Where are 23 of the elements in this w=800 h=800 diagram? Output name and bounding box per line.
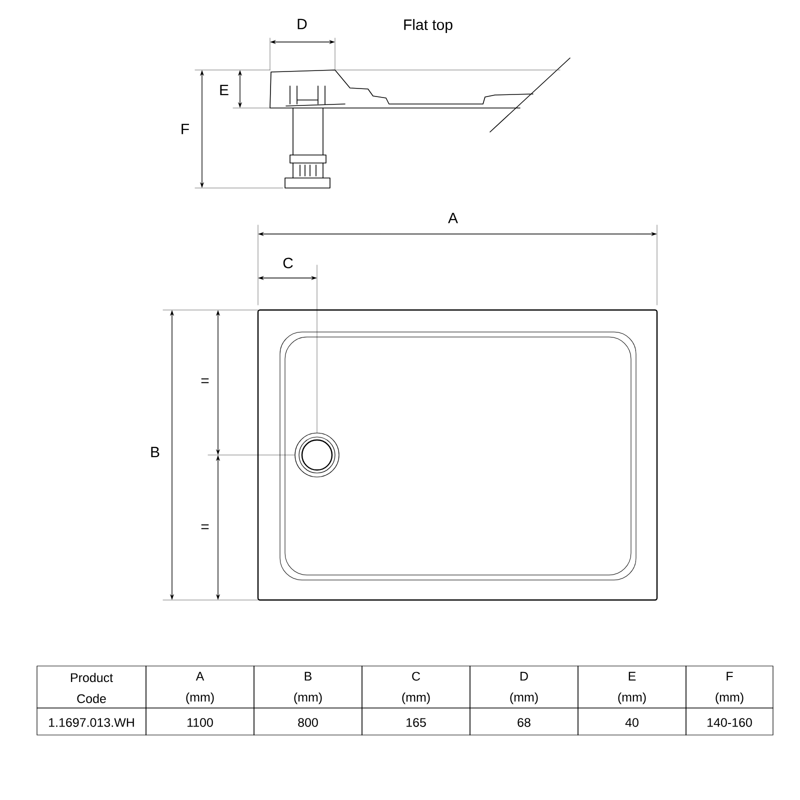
table-cell: E (mm) (578, 666, 686, 708)
table-cell: 1.1697.013.WH (36, 708, 146, 736)
table-cell: 800 (254, 708, 362, 736)
view-label: Flat top (404, 19, 452, 33)
table-cell: C (mm) (362, 666, 470, 708)
dimension-label: B (151, 446, 160, 458)
dimension-label: F (182, 124, 189, 134)
table-cell: A (mm) (146, 666, 254, 708)
equal-sign: = (201, 524, 209, 530)
table-cell: Product Code (36, 666, 146, 708)
dimension-label: E (220, 84, 228, 96)
table-cell: 68 (470, 708, 578, 736)
dimension-label: D (298, 18, 307, 30)
table-cell: 140-160 (686, 708, 774, 736)
dimension-label: C (283, 258, 293, 268)
table-cell: D (mm) (470, 666, 578, 708)
table-cell: 1100 (146, 708, 254, 736)
dimension-label: A (448, 212, 458, 224)
equal-sign: = (201, 378, 209, 384)
table-cell: 165 (362, 708, 470, 736)
table-cell: B (mm) (254, 666, 362, 708)
table-cell: 40 (578, 708, 686, 736)
table-cell: F (mm) (686, 666, 774, 708)
